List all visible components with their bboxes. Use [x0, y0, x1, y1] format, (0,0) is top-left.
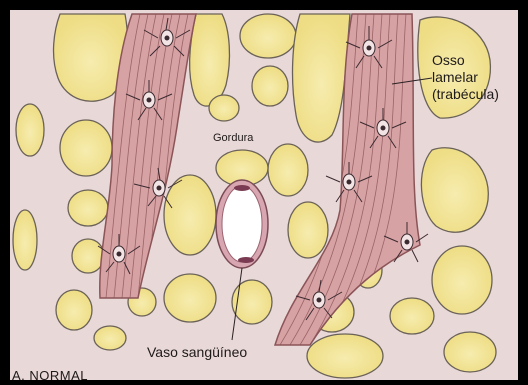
fat-cell [390, 298, 434, 334]
fat-cell [94, 326, 126, 350]
fat-cell [60, 120, 112, 176]
blood-vessel [216, 180, 268, 268]
fat-cell [16, 104, 44, 156]
fat-cell [268, 144, 308, 196]
bone-label: Osso lamelar (trabécula) [432, 52, 499, 103]
vessel-label: Vaso sangüíneo [147, 344, 247, 360]
fat-cell [252, 66, 288, 106]
fat-cell [13, 210, 37, 270]
fat-cell [432, 246, 492, 314]
fat-cell [240, 14, 296, 58]
fat-cell [444, 332, 496, 372]
fat-cell [68, 190, 108, 226]
fat-cell [164, 274, 216, 322]
fat-cell [307, 334, 383, 378]
fat-cell [190, 14, 230, 106]
bone-label-line2: lamelar [432, 69, 499, 86]
fat-label: Gordura [213, 132, 253, 144]
bone-label-line3: (trabécula) [432, 86, 499, 103]
fat-cell [56, 290, 92, 330]
fat-cell [288, 202, 328, 258]
fat-cell [72, 239, 104, 273]
fat-cell [209, 95, 239, 121]
bone-label-line1: Osso [432, 52, 499, 69]
fat-cell [164, 175, 216, 255]
panel-label: A. NORMAL [12, 368, 88, 383]
fat-cell [232, 280, 272, 324]
